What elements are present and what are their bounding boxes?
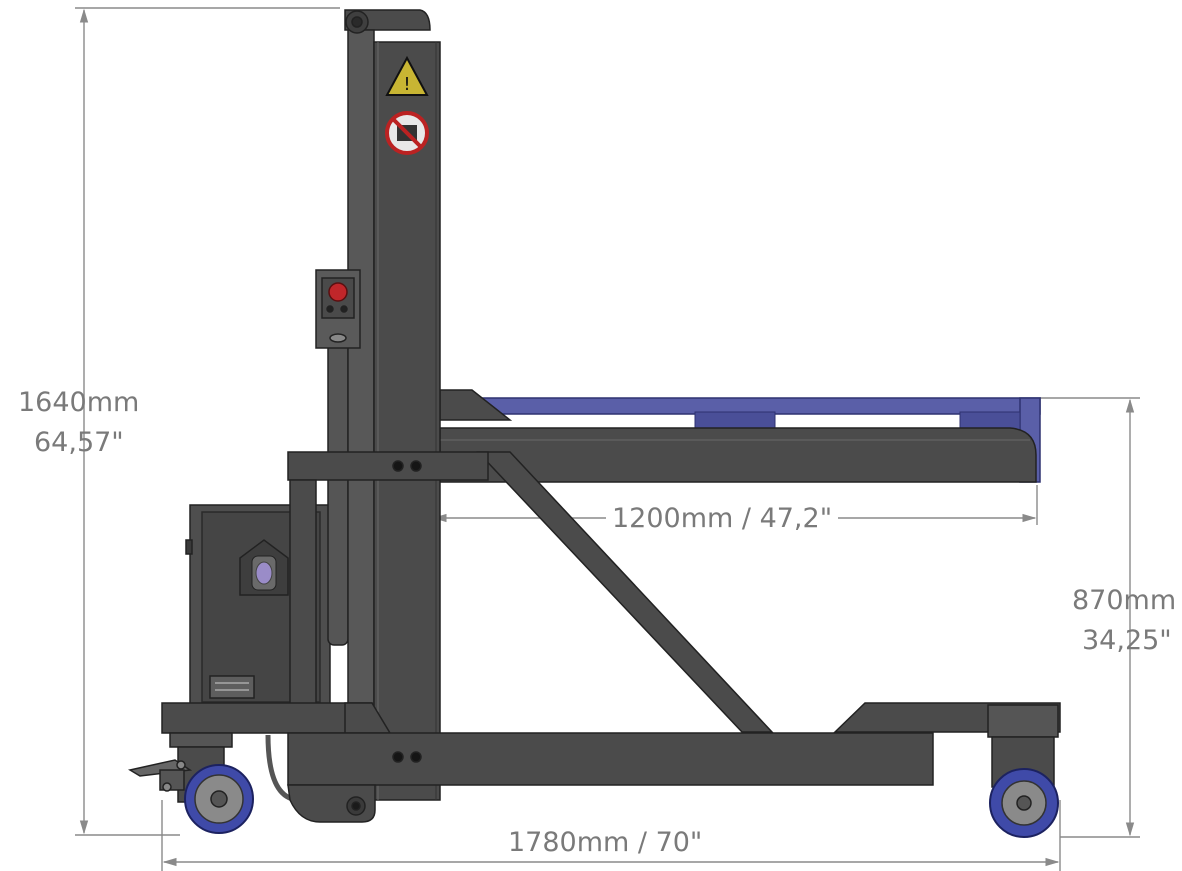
diagonal-brace: [476, 451, 774, 733]
mast: [344, 9, 441, 801]
front-caster-wheel: [169, 732, 254, 834]
fork-height-inch-label: 34,25": [1082, 625, 1172, 656]
total-height-inch-label: 64,57": [34, 427, 124, 458]
charging-socket-icon: [239, 539, 289, 596]
rear-wheel: [989, 736, 1059, 838]
total-height-mm-label: 1640mm: [18, 387, 140, 418]
warning-triangle-icon: !: [385, 55, 429, 96]
brake-pedal: [128, 759, 193, 792]
svg-text:!: !: [403, 74, 410, 95]
upper-crossbeam: [287, 451, 489, 706]
fork-carriage: [439, 389, 1037, 483]
overall-length-label: 1780mm / 70": [502, 829, 709, 856]
fork-height-mm-label: 870mm: [1072, 585, 1177, 616]
emergency-stop-box: [315, 269, 361, 349]
fork-length-label: 1200mm / 47,2": [606, 505, 839, 532]
no-riding-icon: [385, 111, 429, 155]
base-frame: [161, 702, 1061, 823]
